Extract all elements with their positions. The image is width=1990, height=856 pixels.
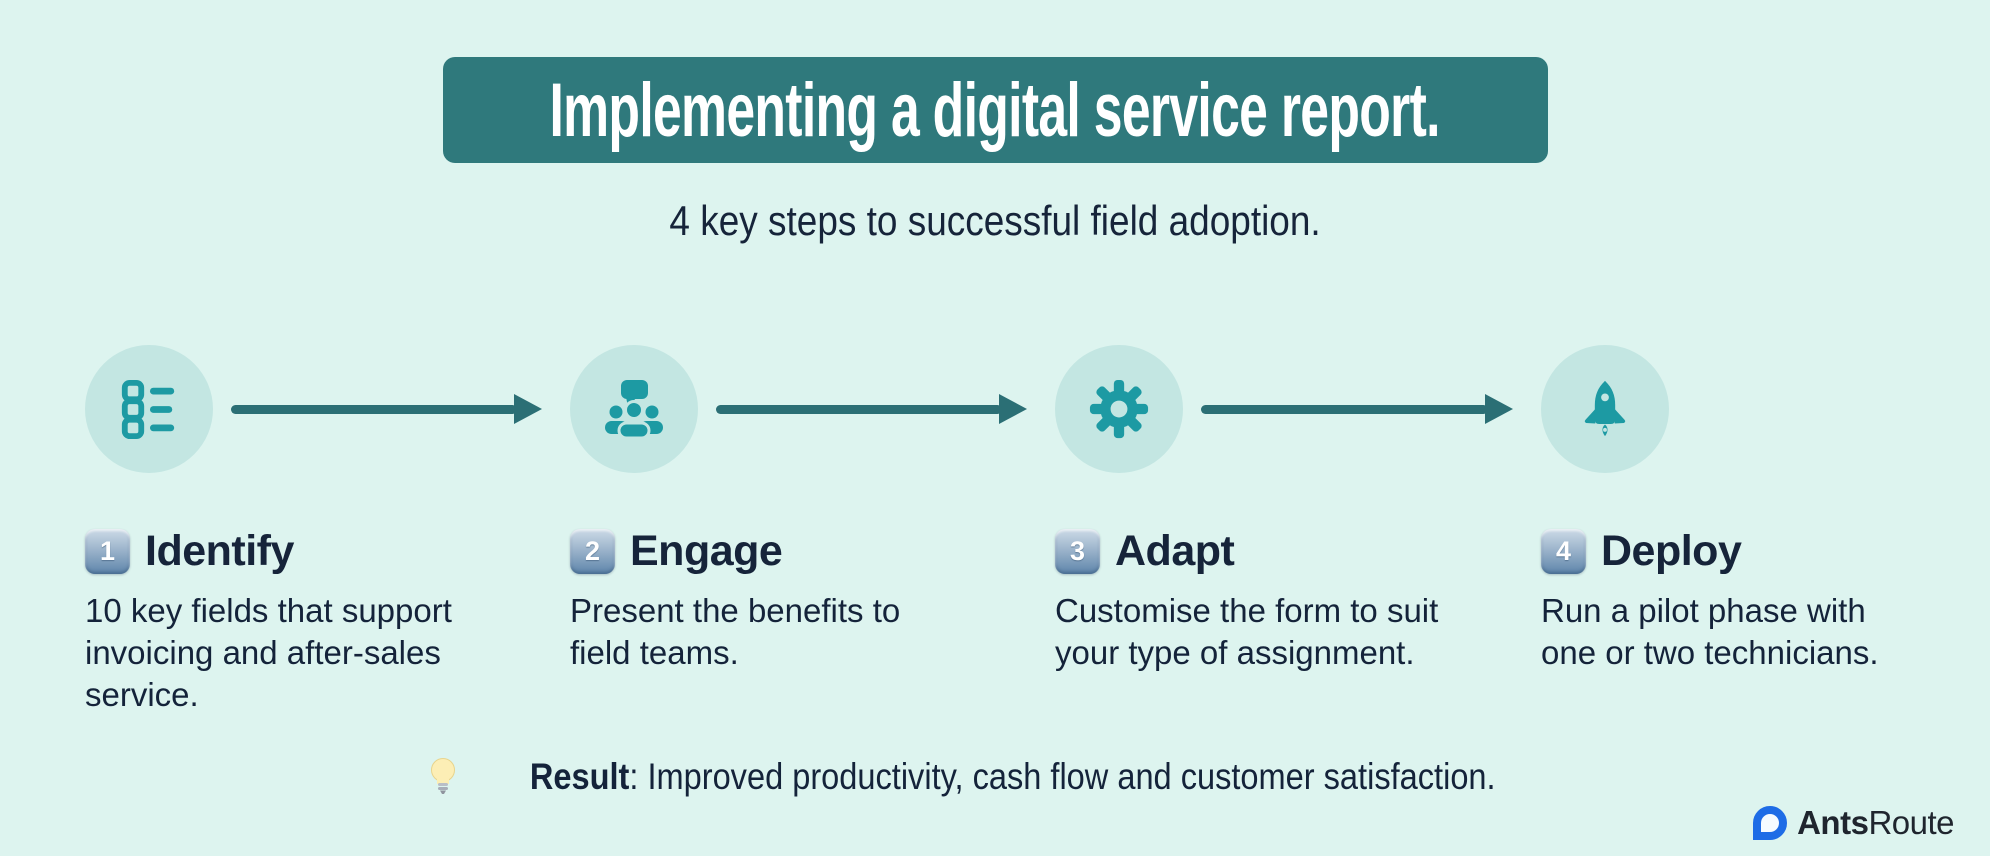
gear-icon-glyph xyxy=(1089,379,1149,439)
step-title-4: Deploy xyxy=(1601,527,1742,575)
step-head-3: 3 Adapt xyxy=(1055,527,1541,576)
arrow-head xyxy=(514,394,542,424)
arrow-line xyxy=(1201,404,1488,414)
rocket-icon-glyph xyxy=(1584,380,1626,437)
lightbulb-icon xyxy=(431,758,456,794)
step-head-1: 1 Identify xyxy=(85,527,570,576)
title-banner: Implementing a digital service report. xyxy=(442,57,1548,163)
arrow-line xyxy=(231,404,517,414)
gear-icon xyxy=(1055,345,1183,473)
step-head-4: 4 Deploy xyxy=(1541,527,1971,576)
step-description-1: 10 key fields that support invoicing and… xyxy=(85,592,452,713)
audience-icon xyxy=(570,345,698,473)
step-title-2: Engage xyxy=(630,527,783,575)
step-column-2: 2 Engage Present the benefits to field t… xyxy=(570,527,1055,716)
step-number-badge-4: 4 xyxy=(1541,529,1586,574)
list-icon xyxy=(85,345,213,473)
antsroute-logo-text: AntsRoute xyxy=(1797,804,1954,842)
step-icon-cell-3 xyxy=(1055,345,1541,473)
step-head-2: 2 Engage xyxy=(570,527,1055,576)
step-column-1: 1 Identify 10 key fields that support in… xyxy=(85,527,570,716)
result-text: Result: Improved productivity, cash flow… xyxy=(530,756,1496,798)
step-description-2: Present the benefits to field teams. xyxy=(570,592,901,671)
result-banner: Result: Improved productivity, cash flow… xyxy=(0,756,1990,798)
antsroute-logo-mark xyxy=(1753,806,1788,840)
step-arrow-3 xyxy=(1201,394,1513,424)
step-icons-row xyxy=(0,345,1990,473)
step-title-1: Identify xyxy=(145,527,294,575)
step-description-4: Run a pilot phase with one or two techni… xyxy=(1541,592,1879,671)
step-number-badge-2: 2 xyxy=(570,529,615,574)
rocket-icon xyxy=(1541,345,1669,473)
subtitle-row: 4 key steps to successful field adoption… xyxy=(0,197,1990,245)
arrow-head xyxy=(1485,394,1513,424)
step-column-3: 3 Adapt Customise the form to suit your … xyxy=(1055,527,1541,716)
list-icon-glyph xyxy=(121,379,175,440)
page-title: Implementing a digital service report. xyxy=(549,67,1441,153)
step-arrow-2 xyxy=(716,394,1027,424)
step-column-4: 4 Deploy Run a pilot phase with one or t… xyxy=(1541,527,1971,716)
antsroute-logo: AntsRoute xyxy=(1753,804,1954,842)
antsroute-logo-text-regular: Route xyxy=(1868,804,1954,841)
antsroute-logo-text-bold: Ants xyxy=(1797,804,1869,841)
result-detail: : Improved productivity, cash flow and c… xyxy=(629,756,1496,797)
step-description-3: Customise the form to suit your type of … xyxy=(1055,592,1439,671)
step-icon-cell-4 xyxy=(1541,345,1971,473)
step-title-3: Adapt xyxy=(1115,527,1235,575)
step-text-row: 1 Identify 10 key fields that support in… xyxy=(0,527,1990,716)
result-label: Result xyxy=(530,756,630,797)
step-number-badge-1: 1 xyxy=(85,529,130,574)
step-icon-cell-1 xyxy=(85,345,570,473)
audience-icon-glyph xyxy=(605,380,663,440)
page-subtitle: 4 key steps to successful field adoption… xyxy=(669,197,1321,244)
step-arrow-1 xyxy=(231,394,542,424)
step-number-badge-3: 3 xyxy=(1055,529,1100,574)
step-icon-cell-2 xyxy=(570,345,1055,473)
arrow-head xyxy=(999,394,1027,424)
arrow-line xyxy=(716,404,1002,414)
